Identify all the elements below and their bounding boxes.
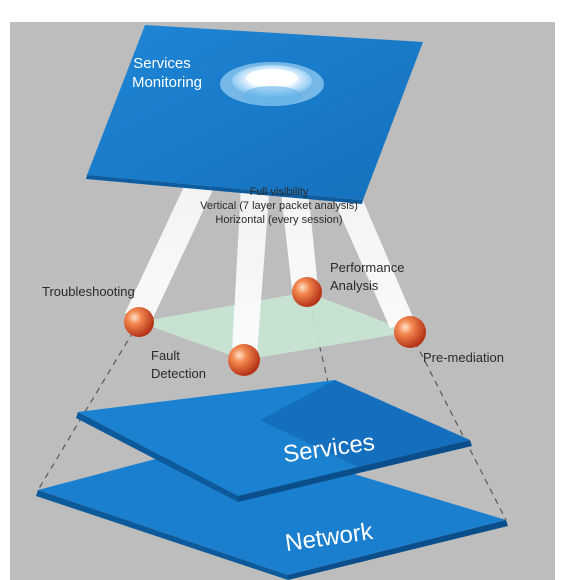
services-monitoring-plane [87,25,423,200]
detection-label: Detection [151,366,206,381]
services-label-top: Services [133,55,191,72]
troubleshooting-sphere-icon [124,307,154,337]
monitoring-lens-icon [220,62,324,106]
function-plane [139,292,410,360]
fault-detection-sphere-icon [228,344,260,376]
pre-mediation-sphere-icon [394,316,426,348]
services-layer [76,380,472,502]
pre-mediation-label: Pre-mediation [423,350,504,365]
function-spheres [124,277,426,376]
performance-label: Performance [330,260,404,275]
fault-label: Fault [151,348,180,363]
services-monitoring-plane-edge [86,175,363,204]
analysis-label: Analysis [330,278,379,293]
troubleshooting-label: Troubleshooting [42,284,135,299]
performance-analysis-sphere-icon [292,277,322,307]
visibility-line-2: Vertical (7 layer packet analysis) [200,200,358,212]
dashed-edge-right [409,331,507,521]
monitoring-label-top: Monitoring [132,74,202,91]
visibility-line-1: Full visibility [250,186,309,198]
visibility-line-3: Horizontal (every session) [215,214,342,226]
network-layer [36,438,508,580]
